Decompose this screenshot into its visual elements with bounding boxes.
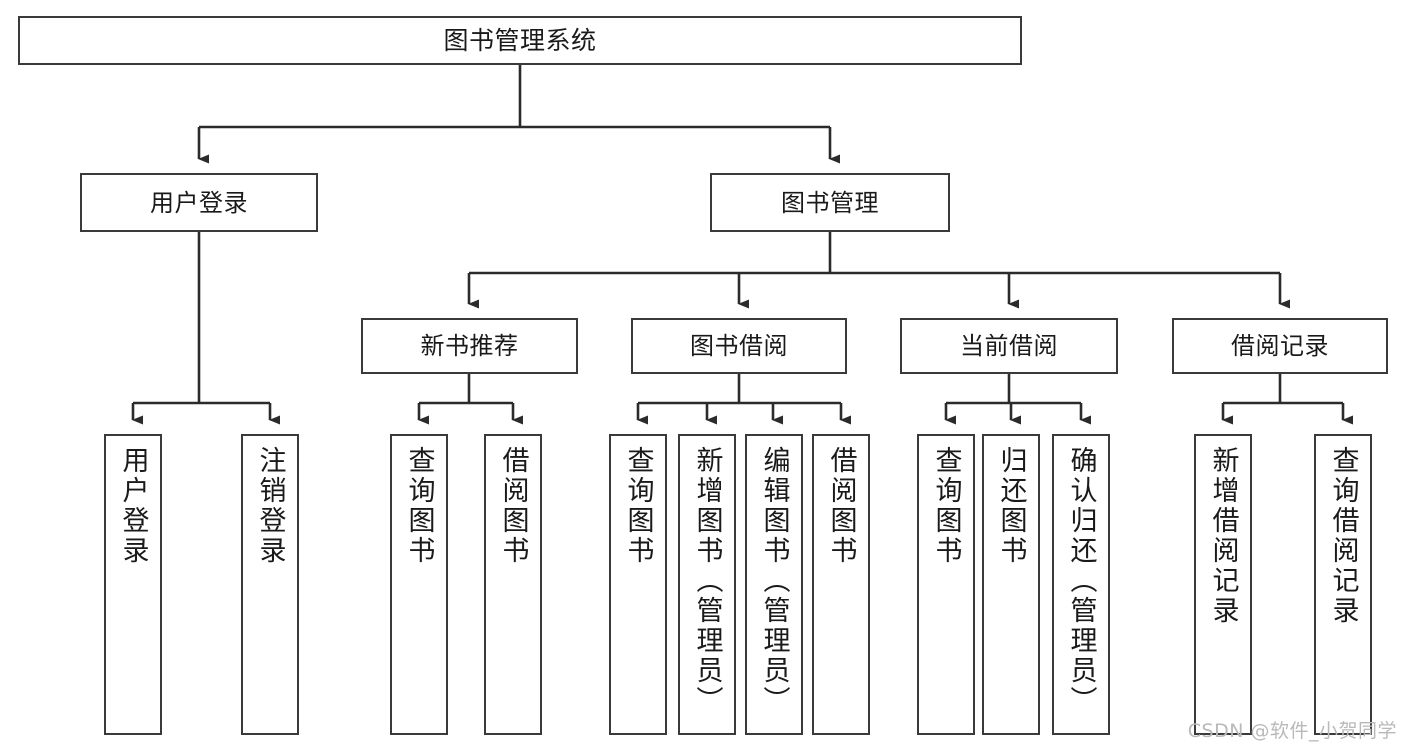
node-leaf-query-book-current[interactable]: 查询图书 xyxy=(917,434,975,735)
node-label: 用户登录 xyxy=(117,446,149,566)
node-current-borrow[interactable]: 当前借阅 xyxy=(900,318,1118,374)
node-book-borrow[interactable]: 图书借阅 xyxy=(631,318,847,374)
node-leaf-user-login[interactable]: 用户登录 xyxy=(104,434,162,735)
node-leaf-query-book[interactable]: 查询图书 xyxy=(609,434,667,735)
node-label: 注销登录 xyxy=(254,446,286,566)
node-label: 编辑图书（管理员） xyxy=(758,446,790,716)
node-leaf-add-book-admin[interactable]: 新增图书（管理员） xyxy=(678,434,736,735)
node-leaf-query-book-recommend[interactable]: 查询图书 xyxy=(390,434,448,735)
node-leaf-borrow-book-recommend[interactable]: 借阅图书 xyxy=(484,434,542,735)
node-label: 查询借阅记录 xyxy=(1327,446,1359,626)
node-new-book-recommend[interactable]: 新书推荐 xyxy=(361,318,578,374)
node-leaf-add-borrow-record[interactable]: 新增借阅记录 xyxy=(1194,434,1252,735)
node-label: 图书管理 xyxy=(781,188,879,217)
node-label: 确认归还（管理员） xyxy=(1065,446,1097,716)
node-label: 查询图书 xyxy=(930,446,962,566)
node-label: 图书管理系统 xyxy=(443,25,597,55)
node-book-management[interactable]: 图书管理 xyxy=(710,173,950,232)
node-label: 借阅记录 xyxy=(1231,332,1329,360)
node-label: 用户登录 xyxy=(150,188,248,217)
node-label: 新增图书（管理员） xyxy=(691,446,723,716)
node-label: 借阅图书 xyxy=(825,446,857,566)
csdn-watermark: CSDN @软件_小贺同学 xyxy=(1187,720,1397,742)
node-leaf-query-borrow-record[interactable]: 查询借阅记录 xyxy=(1314,434,1372,735)
node-leaf-edit-book-admin[interactable]: 编辑图书（管理员） xyxy=(745,434,803,735)
node-root-system[interactable]: 图书管理系统 xyxy=(18,16,1022,65)
node-label: 新增借阅记录 xyxy=(1207,446,1239,626)
node-label: 借阅图书 xyxy=(497,446,529,566)
node-leaf-confirm-return-admin[interactable]: 确认归还（管理员） xyxy=(1052,434,1110,735)
node-leaf-logout[interactable]: 注销登录 xyxy=(241,434,299,735)
node-leaf-return-book[interactable]: 归还图书 xyxy=(982,434,1040,735)
node-borrow-records[interactable]: 借阅记录 xyxy=(1172,318,1388,374)
node-label: 新书推荐 xyxy=(420,332,519,360)
node-label: 归还图书 xyxy=(995,446,1027,566)
node-label: 查询图书 xyxy=(403,446,435,566)
node-label: 查询图书 xyxy=(622,446,654,566)
node-label: 图书借阅 xyxy=(690,332,788,360)
node-label: 当前借阅 xyxy=(960,332,1058,360)
node-leaf-borrow-book[interactable]: 借阅图书 xyxy=(812,434,870,735)
node-user-login[interactable]: 用户登录 xyxy=(80,173,318,232)
